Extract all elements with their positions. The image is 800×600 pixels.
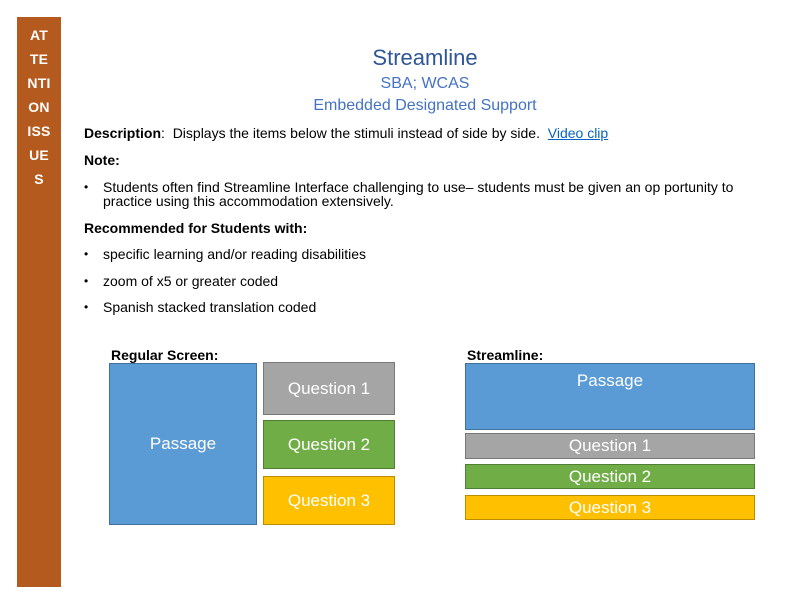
sidebar-text: AT TE NTI ON ISS UE S — [17, 17, 61, 191]
bullet-icon: • — [84, 180, 89, 194]
streamline-question-2-box: Question 2 — [465, 464, 755, 489]
page-subtitle-support-type: Embedded Designated Support — [313, 97, 537, 114]
sidebar-line: AT — [29, 27, 49, 43]
description-line: Description: Displays the items below th… — [84, 124, 608, 142]
sidebar-line: S — [34, 171, 44, 187]
description-text: Displays the items below the stimuli ins… — [172, 125, 540, 141]
sidebar-line: ON — [28, 99, 50, 115]
bullet-icon: • — [84, 247, 89, 261]
video-clip-link[interactable]: Video clip — [547, 125, 609, 141]
sidebar-line: TE — [29, 51, 49, 67]
bullet-icon: • — [84, 274, 89, 288]
sidebar-line: NTI — [27, 75, 51, 91]
regular-screen-label: Regular Screen: — [111, 347, 219, 363]
description-separator: : — [161, 125, 165, 141]
bullet-icon: • — [84, 300, 89, 314]
regular-question-3-box: Question 3 — [263, 476, 395, 525]
streamline-label: Streamline: — [467, 347, 544, 363]
streamline-passage-box: Passage — [465, 363, 755, 430]
recommended-item: specific learning and/or reading disabil… — [103, 246, 367, 262]
regular-question-2-box: Question 2 — [263, 420, 395, 469]
attention-issues-sidebar: AT TE NTI ON ISS UE S — [17, 17, 61, 587]
page-subtitle-assessments: SBA; WCAS — [380, 75, 470, 92]
recommended-item: zoom of x5 or greater coded — [103, 273, 279, 289]
page-title: Streamline — [372, 45, 478, 70]
regular-question-1-box: Question 1 — [263, 362, 395, 415]
sidebar-line: UE — [29, 147, 49, 163]
streamline-question-1-box: Question 1 — [465, 433, 755, 459]
sidebar-line: ISS — [27, 123, 51, 139]
description-label: Description — [84, 125, 162, 141]
streamline-question-3-box: Question 3 — [465, 495, 755, 520]
regular-passage-box: Passage — [109, 363, 257, 525]
recommended-heading: Recommended for Students with: — [84, 220, 308, 236]
note-heading: Note: — [84, 152, 120, 168]
note-text: Students often find Streamline Interface… — [103, 179, 734, 209]
recommended-item: Spanish stacked translation coded — [103, 299, 317, 315]
